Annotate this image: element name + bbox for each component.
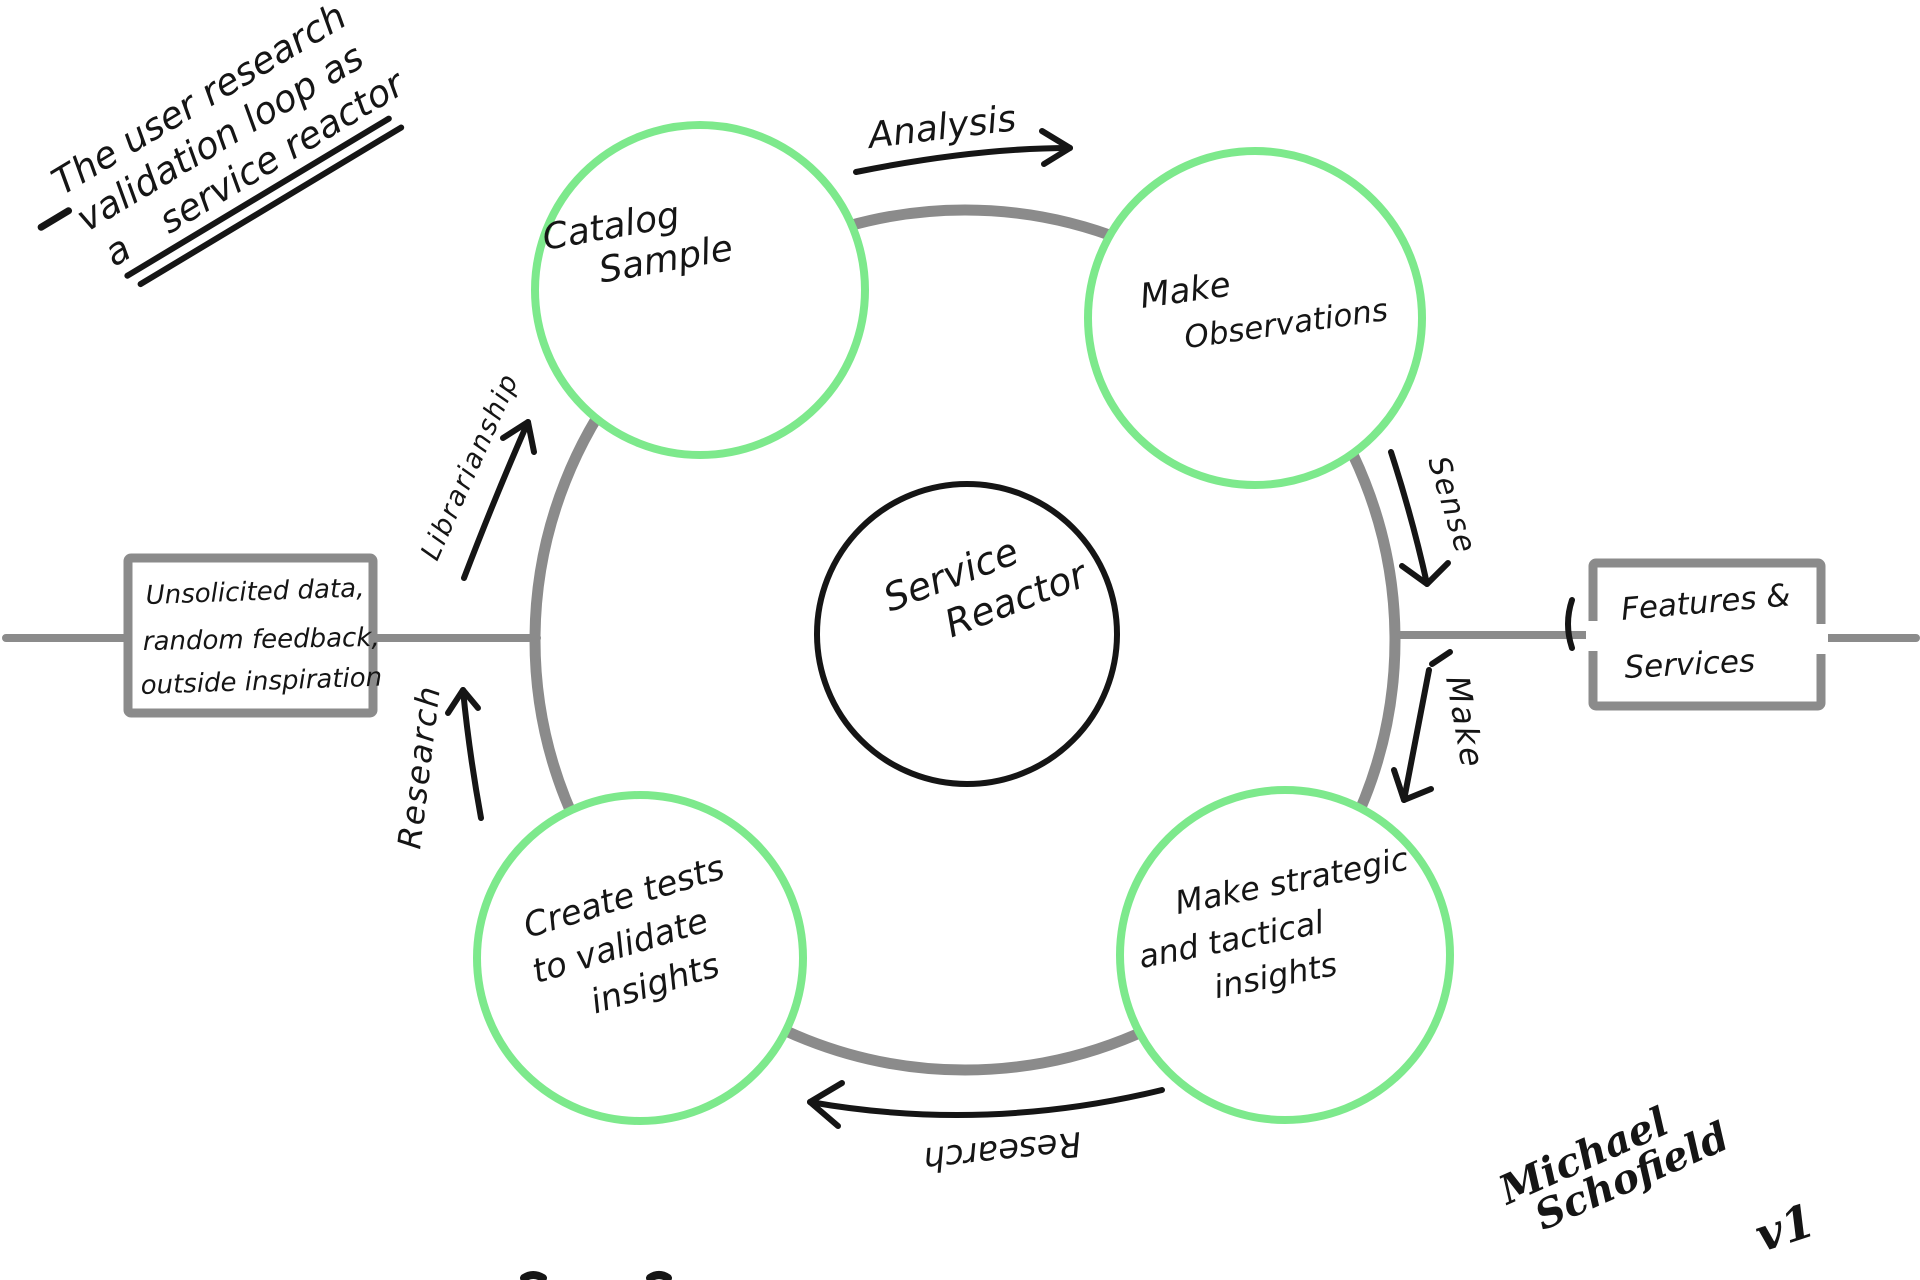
make-lead-dash bbox=[1429, 649, 1453, 667]
signature: Michael Schofield bbox=[1490, 1098, 1735, 1240]
diagram-title: The user research validation loop as a s… bbox=[37, 0, 414, 288]
output-box-line2: Services bbox=[1624, 643, 1756, 686]
title-underline-1 bbox=[124, 115, 392, 279]
analysis-arrow-shaft bbox=[853, 145, 1073, 175]
service-reactor-core-circle bbox=[814, 481, 1120, 787]
output-box-left-gap bbox=[1586, 621, 1600, 651]
reactor-loop-ring bbox=[529, 204, 1401, 1076]
input-box-line2: random feedback, bbox=[143, 623, 380, 657]
stage-circle-create-tests bbox=[473, 791, 807, 1125]
analysis-label: Analysis bbox=[864, 98, 1018, 157]
version-label: v1 bbox=[1749, 1193, 1822, 1263]
output-box-right-gap bbox=[1814, 624, 1828, 654]
sense-make-divider-dash bbox=[1565, 597, 1575, 651]
title-lead-dash bbox=[37, 207, 73, 231]
make-label: Make bbox=[1438, 673, 1492, 772]
research-bottom-arrow-head bbox=[807, 1080, 845, 1129]
stray-mark-2 bbox=[646, 1271, 672, 1280]
stray-mark-1 bbox=[520, 1271, 547, 1280]
title-underline-2 bbox=[137, 124, 405, 288]
librarianship-arrow-head bbox=[500, 419, 537, 455]
stage-circle-catalog-sample bbox=[531, 121, 869, 459]
catalog-sample-label: Catalog Sample bbox=[539, 194, 736, 291]
title-line3-prefix: a bbox=[97, 226, 139, 275]
research-bottom-arrow-shaft bbox=[807, 1087, 1165, 1118]
sense-arrow-shaft bbox=[1388, 449, 1430, 587]
sense-arrow-head bbox=[1399, 560, 1451, 587]
stage-circle-make-observations bbox=[1084, 147, 1426, 489]
research-bottom-label: Research bbox=[922, 1123, 1084, 1179]
make-arrow-shaft bbox=[1401, 667, 1432, 803]
research-left-arrow-head bbox=[445, 687, 481, 716]
librarianship-arrow-shaft bbox=[461, 419, 531, 581]
stage-circle-strategic-insights bbox=[1116, 786, 1454, 1124]
analysis-arrow-head bbox=[1039, 128, 1073, 167]
service-reactor-core-label: Service Reactor bbox=[877, 529, 1094, 646]
make-arrow-head bbox=[1391, 767, 1434, 803]
research-left-label: Research bbox=[390, 683, 448, 851]
input-box bbox=[123, 553, 378, 718]
sense-label: Sense bbox=[1420, 452, 1483, 558]
research-left-arrow-shaft bbox=[460, 687, 484, 821]
